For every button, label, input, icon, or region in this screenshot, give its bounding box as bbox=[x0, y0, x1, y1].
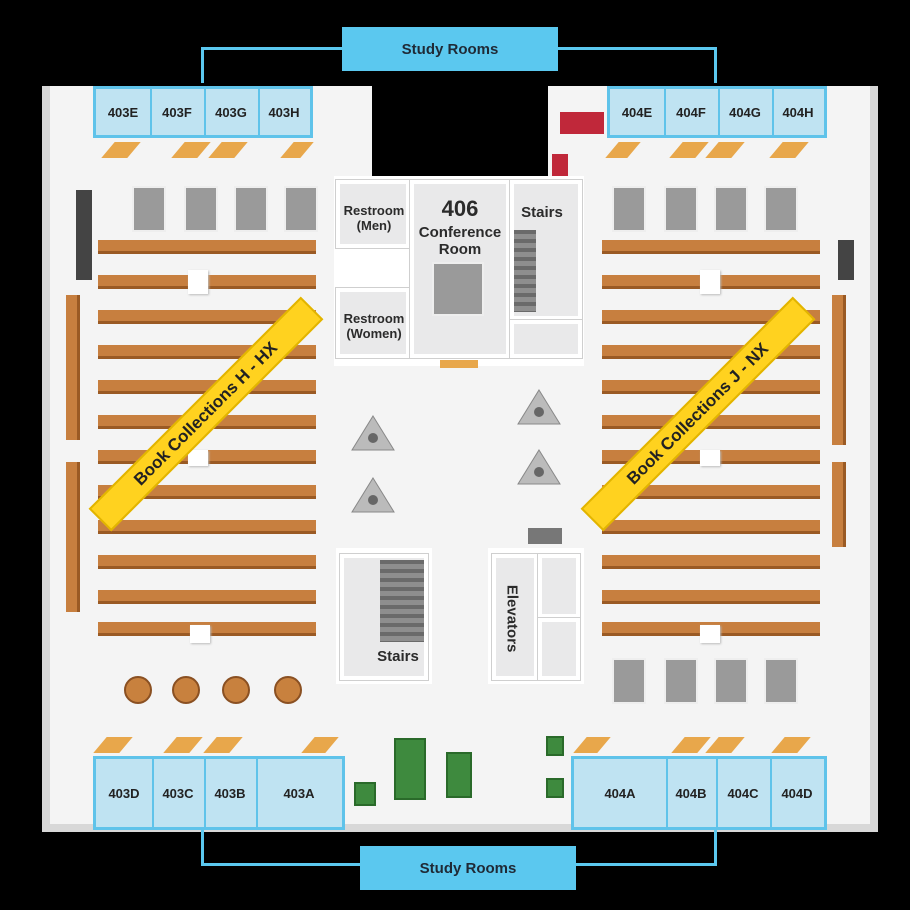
armchair bbox=[582, 112, 604, 134]
study-room-404d[interactable]: 404D bbox=[781, 785, 813, 801]
study-table bbox=[714, 186, 748, 232]
computer-stations-left bbox=[76, 190, 92, 280]
bookshelf bbox=[602, 555, 820, 569]
study-table bbox=[612, 658, 646, 704]
elevators[interactable] bbox=[492, 554, 538, 680]
study-room-404e[interactable]: 404E bbox=[610, 89, 666, 135]
study-room-404b[interactable]: 404B bbox=[666, 759, 718, 827]
bookshelf bbox=[98, 240, 316, 254]
computer-pod-icon bbox=[351, 415, 395, 451]
study-room-403a[interactable]: 403A bbox=[283, 785, 315, 801]
computer-pod-icon bbox=[517, 389, 561, 425]
study-table bbox=[664, 186, 698, 232]
bookshelf bbox=[98, 590, 316, 604]
study-room-404g[interactable]: 404G bbox=[718, 89, 774, 135]
restroom-men-label: Restroom (Men) bbox=[343, 203, 405, 233]
stairs-steps-icon bbox=[514, 230, 536, 312]
study-table bbox=[234, 186, 268, 232]
bookshelf bbox=[602, 520, 820, 534]
lounge-chair bbox=[354, 782, 376, 806]
lounge-chairs bbox=[446, 752, 472, 798]
bookshelf bbox=[602, 590, 820, 604]
bookshelf bbox=[602, 240, 820, 254]
round-table bbox=[172, 676, 200, 704]
conference-room-number: 406 bbox=[441, 196, 479, 221]
lounge-chair bbox=[546, 778, 564, 798]
pillar bbox=[700, 450, 720, 466]
study-room-403d[interactable]: 403D bbox=[96, 759, 154, 827]
restroom-women[interactable] bbox=[336, 288, 410, 358]
study-table bbox=[132, 186, 166, 232]
wall-left bbox=[42, 86, 50, 832]
study-table bbox=[764, 658, 798, 704]
study-rooms-top-callout[interactable]: Study Rooms bbox=[342, 27, 558, 71]
study-room-403g[interactable]: 403G bbox=[204, 89, 260, 135]
computer-stations-right bbox=[838, 240, 854, 280]
stairs-top-label: Stairs bbox=[521, 204, 563, 221]
study-table bbox=[664, 658, 698, 704]
study-room-403b[interactable]: 403B bbox=[204, 759, 258, 827]
study-table bbox=[184, 186, 218, 232]
bookshelf bbox=[602, 310, 820, 324]
computer-pod-icon bbox=[517, 449, 561, 485]
pillar bbox=[700, 625, 720, 643]
study-room-404h[interactable]: 404H bbox=[782, 104, 814, 120]
study-room-403h[interactable]: 403H bbox=[268, 104, 300, 120]
elevator-car-1 bbox=[538, 554, 580, 618]
study-room-404f[interactable]: 404F bbox=[664, 89, 720, 135]
pillar bbox=[188, 450, 208, 466]
stairs-bottom-label: Stairs bbox=[377, 648, 419, 665]
lounge-chair bbox=[546, 736, 564, 756]
exterior-notch bbox=[372, 80, 548, 180]
wall-right bbox=[870, 86, 878, 832]
elevator-car-2 bbox=[538, 618, 580, 680]
pillar bbox=[700, 270, 720, 294]
armchair bbox=[560, 112, 582, 134]
study-room-403f[interactable]: 403F bbox=[150, 89, 206, 135]
study-room-403e[interactable]: 403E bbox=[96, 89, 152, 135]
round-table bbox=[222, 676, 250, 704]
study-rooms-404-bottom: 404A 404B 404C 404D bbox=[571, 756, 827, 830]
restroom-men[interactable] bbox=[336, 180, 410, 248]
study-table bbox=[764, 186, 798, 232]
bookshelf bbox=[98, 555, 316, 569]
door-mat bbox=[440, 360, 478, 368]
stairs-steps-icon bbox=[380, 560, 424, 642]
wall-bookshelf bbox=[832, 462, 846, 547]
pillar bbox=[190, 625, 210, 643]
pillar bbox=[188, 270, 208, 294]
armchair bbox=[552, 154, 568, 176]
wall-bookshelf bbox=[66, 462, 80, 612]
elevators-label: Elevators bbox=[503, 584, 521, 653]
wall-bookshelf bbox=[832, 295, 846, 445]
round-table bbox=[274, 676, 302, 704]
bookshelf bbox=[98, 520, 316, 534]
study-table bbox=[612, 186, 646, 232]
study-room-404a[interactable]: 404A bbox=[574, 759, 668, 827]
study-rooms-404-top: 404E 404F 404G 404H bbox=[607, 86, 827, 138]
study-rooms-403-top: 403E 403F 403G 403H bbox=[93, 86, 313, 138]
bookshelf bbox=[602, 485, 820, 499]
study-table bbox=[284, 186, 318, 232]
study-room-403c[interactable]: 403C bbox=[152, 759, 206, 827]
storage-room bbox=[510, 320, 582, 358]
round-table bbox=[124, 676, 152, 704]
study-rooms-bottom-callout[interactable]: Study Rooms bbox=[360, 846, 576, 890]
study-room-404c[interactable]: 404C bbox=[716, 759, 772, 827]
restroom-women-label: Restroom (Women) bbox=[343, 311, 405, 341]
bookshelf bbox=[98, 310, 316, 324]
study-rooms-403-bottom: 403D 403C 403B 403A bbox=[93, 756, 345, 830]
study-table bbox=[714, 658, 748, 704]
conference-table bbox=[432, 262, 484, 316]
computer-pod-icon bbox=[351, 477, 395, 513]
conference-room-name: Conference Room bbox=[418, 224, 502, 259]
wall-bottom bbox=[42, 824, 878, 832]
lounge-chairs bbox=[394, 738, 426, 800]
elevator-bench bbox=[528, 528, 562, 544]
wall-bookshelf bbox=[66, 295, 80, 440]
